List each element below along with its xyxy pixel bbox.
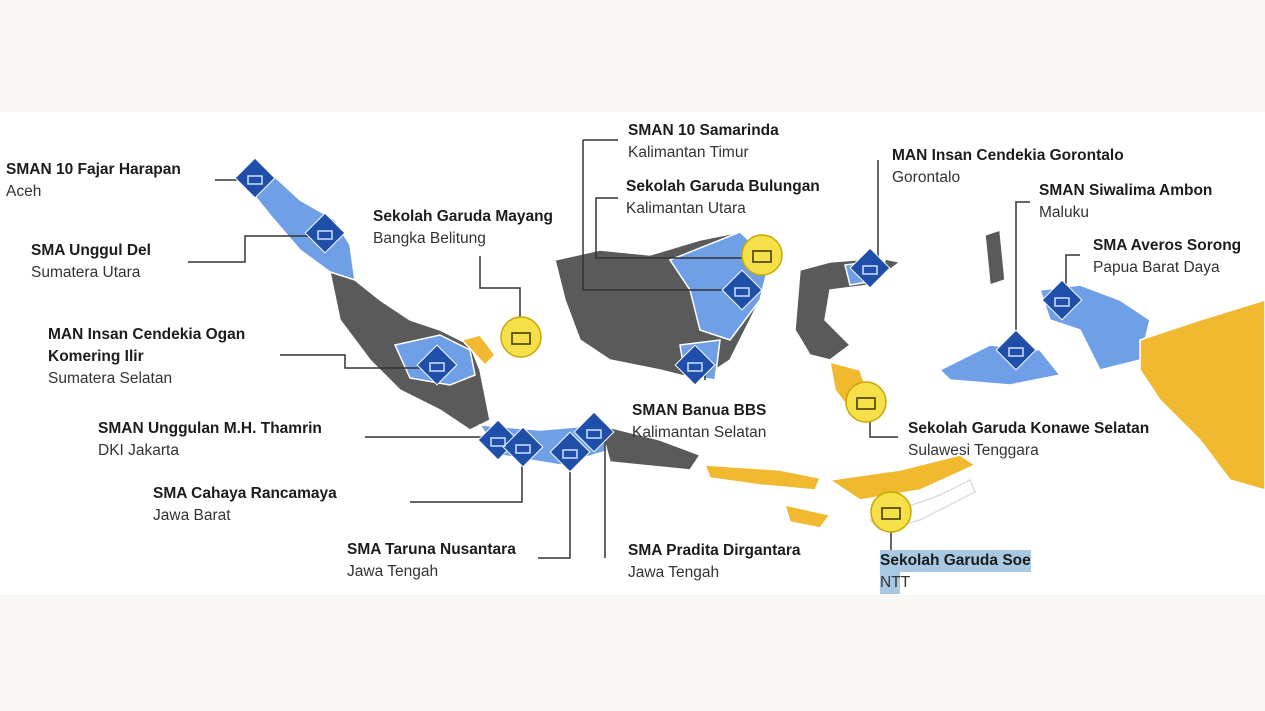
region-maluku-north: [984, 228, 1006, 287]
province-name: Sumatera Selatan: [48, 370, 173, 387]
province-name: Bangka Belitung: [373, 230, 486, 247]
markers: [234, 157, 1083, 533]
school-name: SMA Unggul Del: [31, 242, 151, 259]
school-name: SMAN Unggulan M.H. Thamrin: [98, 420, 322, 437]
province-name: Papua Barat Daya: [1093, 259, 1220, 276]
school-name: MAN Insan Cendekia Ogan Komering Ilir: [48, 326, 246, 365]
school-name: MAN Insan Cendekia Gorontalo: [892, 147, 1124, 164]
province-name: Kalimantan Selatan: [632, 424, 767, 441]
school-name: Sekolah Garuda Mayang: [373, 208, 554, 225]
province-name: Sumatera Utara: [31, 264, 141, 281]
school-name: SMAN Siwalima Ambon: [1039, 182, 1213, 199]
school-name[interactable]: Sekolah Garuda Soe: [880, 550, 1031, 572]
map-shapes: [188, 139, 1265, 559]
province-name: Jawa Barat: [153, 507, 231, 524]
province-name: DKI Jakarta: [98, 442, 179, 459]
province-name: Maluku: [1039, 204, 1089, 221]
school-name: Sekolah Garuda Konawe Selatan: [908, 420, 1150, 437]
label-sman-banua-bbs: SMAN Banua BBS Kalimantan Selatan: [632, 400, 766, 444]
school-name: SMAN 10 Samarinda: [628, 122, 779, 139]
province-name[interactable]: NTT: [880, 572, 910, 594]
school-name: SMAN 10 Fajar Harapan: [6, 161, 181, 178]
region-java-east: [598, 423, 702, 471]
region-ntb: [703, 464, 822, 491]
school-name: Sekolah Garuda Bulungan: [626, 178, 820, 195]
school-building-icon: [247, 175, 1070, 520]
province-name: Sulawesi Tenggara: [908, 442, 1039, 459]
leader-lines: [188, 139, 1080, 559]
indonesia-map: [0, 112, 1265, 595]
province-name: Jawa Tengah: [628, 564, 720, 581]
region-sumba: [783, 503, 832, 529]
province-name: Kalimantan Utara: [626, 200, 746, 217]
region-ntt: [827, 454, 977, 501]
school-marker-blue: [234, 157, 1083, 473]
province-name: Aceh: [6, 183, 42, 200]
school-marker-yellow: [500, 234, 912, 533]
school-name: SMAN Banua BBS: [632, 402, 767, 419]
school-name: SMA Pradita Dirgantara: [628, 542, 801, 559]
province-name: Kalimantan Timur: [628, 144, 749, 161]
school-name: SMA Taruna Nusantara: [347, 541, 516, 558]
school-name: SMA Cahaya Rancamaya: [153, 485, 337, 502]
province-name: Jawa Tengah: [347, 563, 439, 580]
province-name: Gorontalo: [892, 169, 961, 186]
region-papua: [1139, 299, 1265, 491]
region-bangka: [460, 334, 496, 367]
school-name: SMA Averos Sorong: [1093, 237, 1242, 254]
